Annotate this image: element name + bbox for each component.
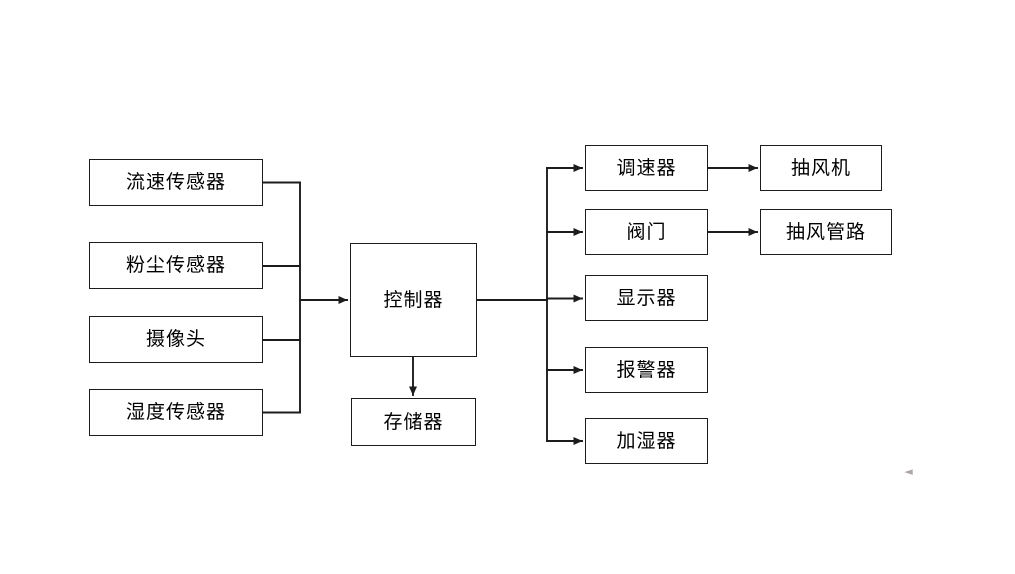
node-governor[interactable]: 调速器 [585,145,708,191]
node-humidifier[interactable]: 加湿器 [585,418,708,464]
node-storage[interactable]: 存储器 [351,398,476,446]
node-exhaust-duct[interactable]: 抽风管路 [760,209,892,255]
node-exhaust-duct-label: 抽风管路 [785,220,866,243]
node-alarm-label: 报警器 [616,358,677,381]
node-controller-label: 控制器 [383,288,444,311]
node-display[interactable]: 显示器 [585,275,708,321]
node-governor-label: 调速器 [616,156,677,179]
node-alarm[interactable]: 报警器 [585,347,708,393]
node-exhaust-fan[interactable]: 抽风机 [760,145,882,191]
node-display-label: 显示器 [616,286,677,309]
node-camera[interactable]: 摄像头 [89,316,263,363]
node-flow-sensor-label: 流速传感器 [125,171,226,193]
node-valve[interactable]: 阀门 [585,209,708,255]
node-dust-sensor[interactable]: 粉尘传感器 [89,242,263,289]
node-humidity-sensor[interactable]: 湿度传感器 [89,389,263,436]
node-controller[interactable]: 控制器 [350,243,477,357]
node-humidity-sensor-label: 湿度传感器 [125,401,226,423]
node-dust-sensor-label: 粉尘传感器 [125,254,226,276]
node-camera-label: 摄像头 [145,328,206,350]
node-storage-label: 存储器 [383,410,444,433]
node-valve-label: 阀门 [626,220,667,243]
node-exhaust-fan-label: 抽风机 [790,156,851,179]
stray-mark-icon: ◄ [904,465,913,478]
node-flow-sensor[interactable]: 流速传感器 [89,159,263,206]
node-humidifier-label: 加湿器 [616,429,677,452]
